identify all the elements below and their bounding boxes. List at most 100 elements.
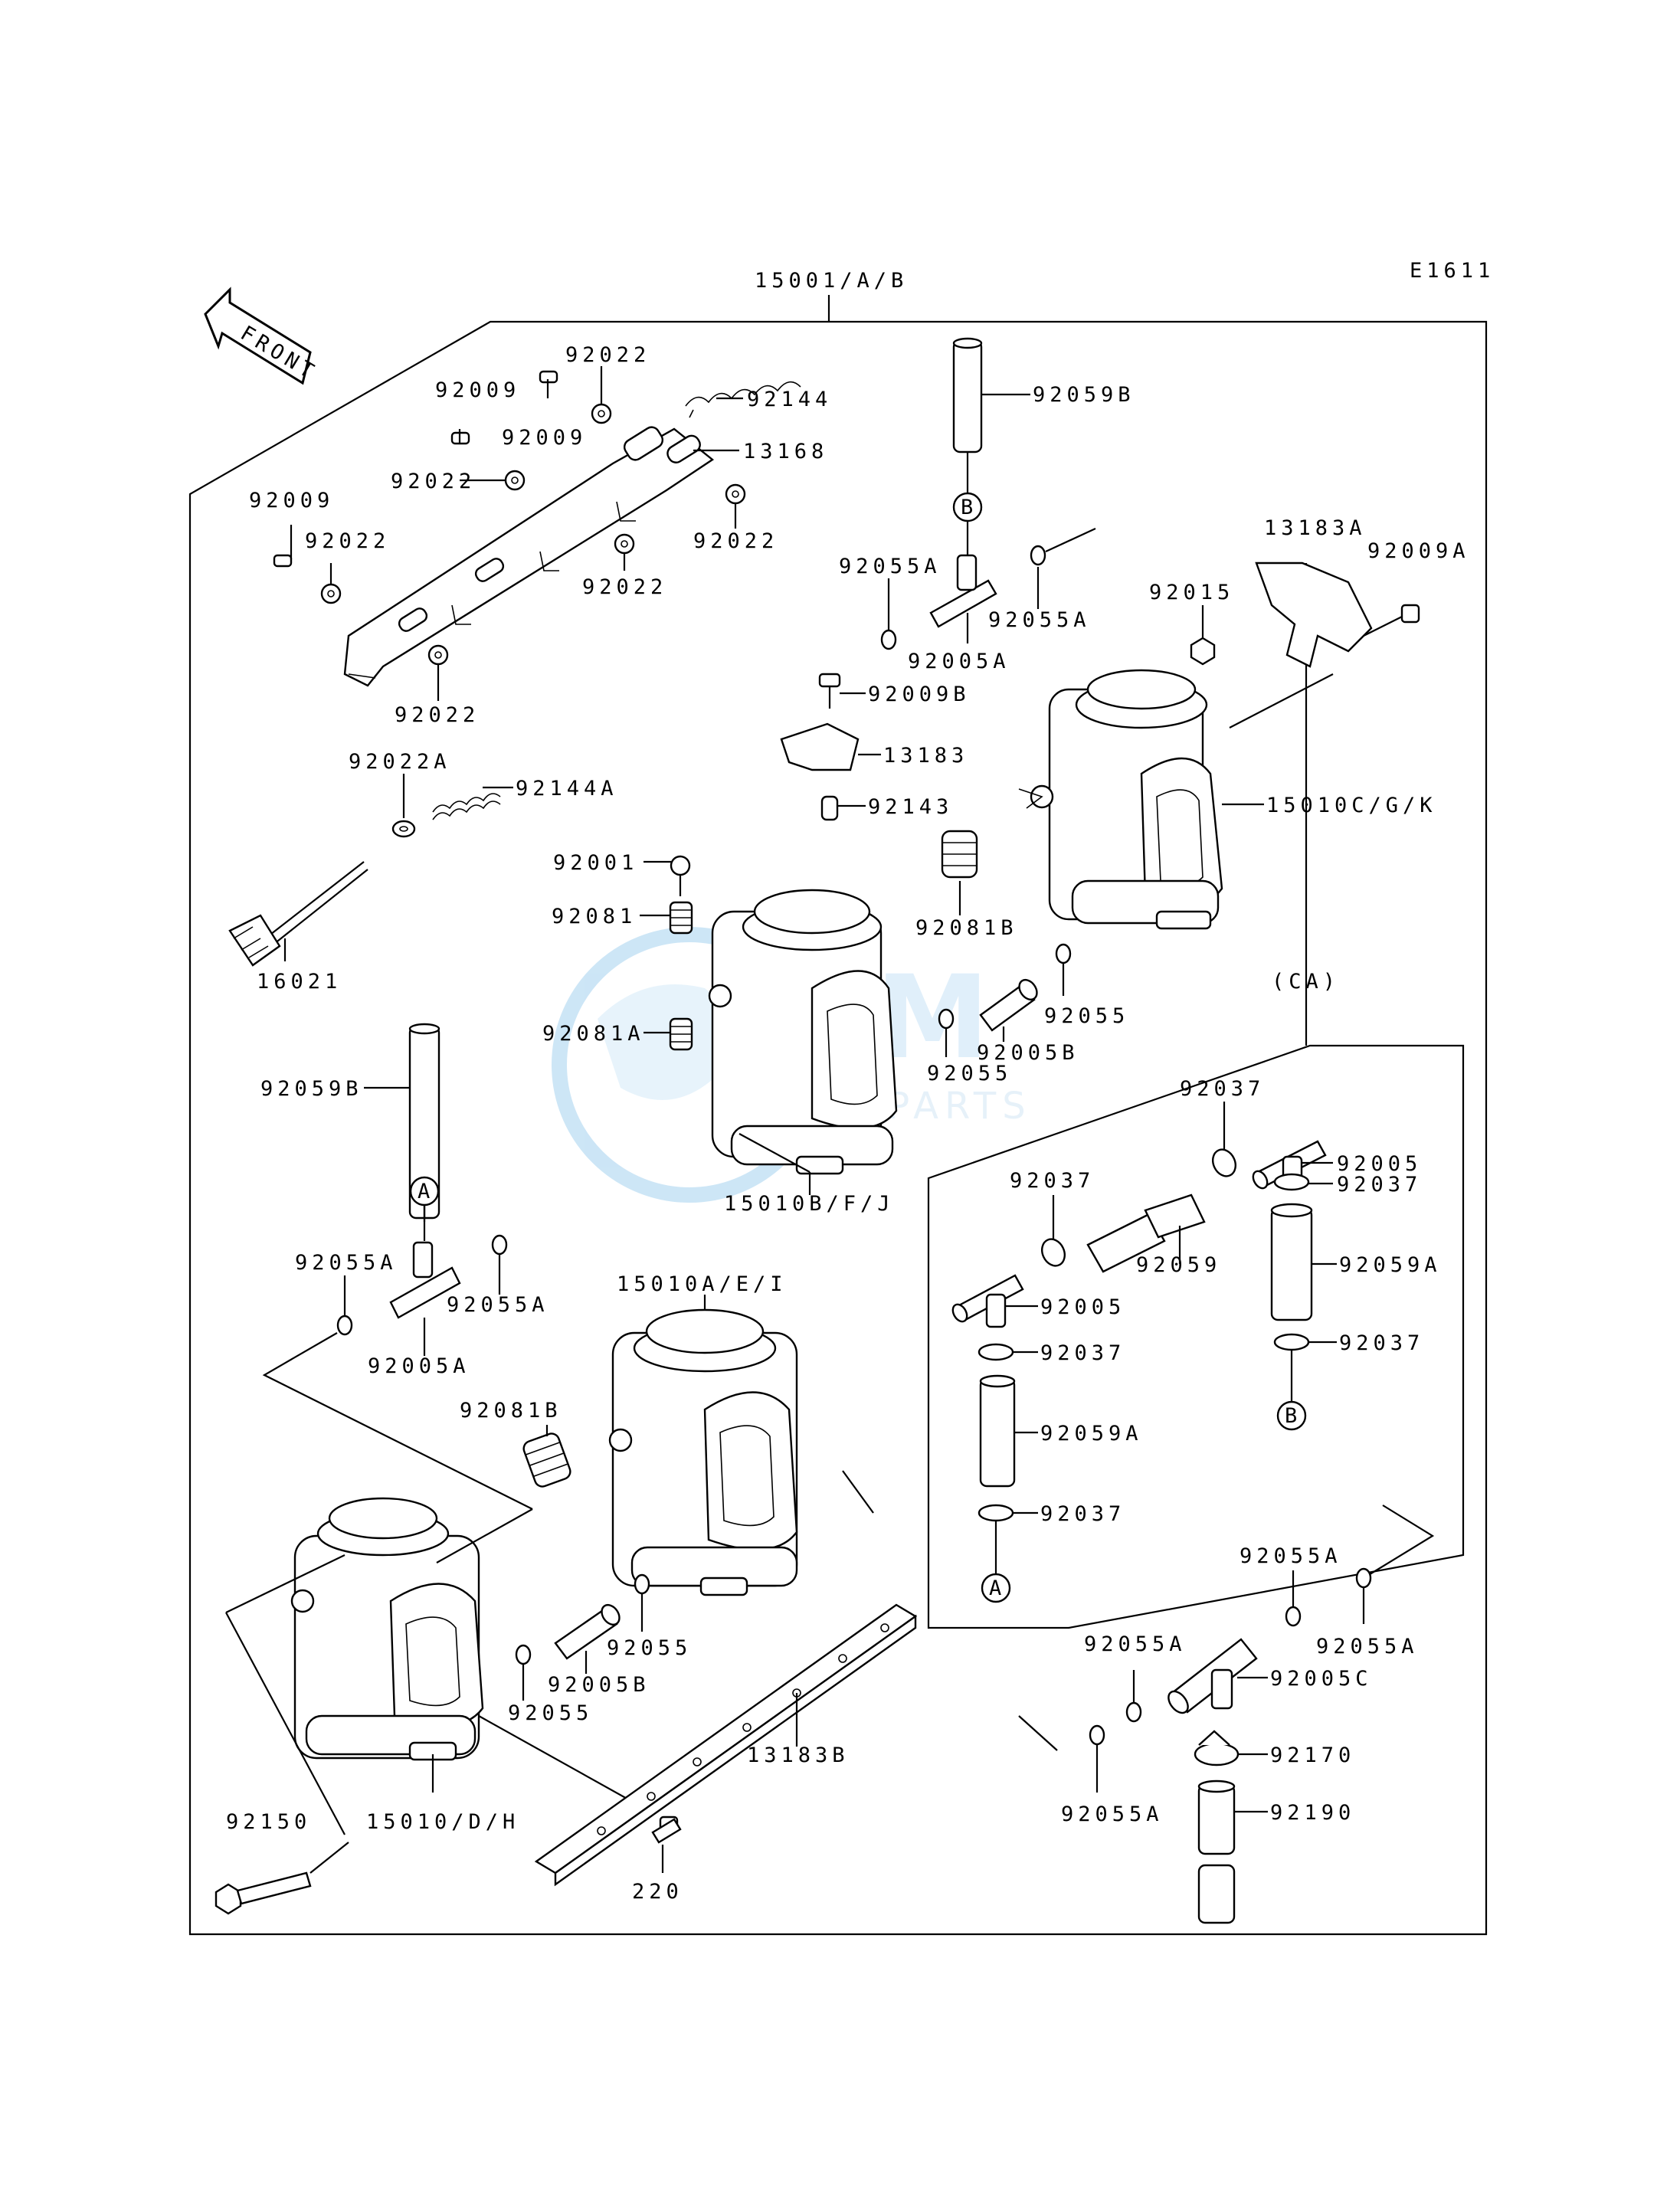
label-92055A: 92055A (988, 608, 1091, 632)
clip-92037-icon (1273, 1333, 1310, 1351)
label-92005: 92005 (1040, 1295, 1125, 1319)
label-92009: 92009 (249, 489, 334, 512)
tee-fitting-92005C (1167, 1638, 1258, 1714)
label-220: 220 (632, 1880, 683, 1904)
label-13183A: 13183A (1264, 516, 1367, 540)
bolt-220-icon (651, 1816, 682, 1844)
label-92055A: 92055A (295, 1251, 398, 1275)
label-92009A: 92009A (1367, 539, 1470, 563)
hose-92059A-left (979, 1374, 1016, 1488)
clamp-92170-icon (1194, 1730, 1240, 1766)
label-92009B: 92009B (868, 683, 971, 706)
clip-92037-icon (1212, 1148, 1236, 1177)
label-92055A: 92055A (447, 1293, 549, 1317)
label-13168: 13168 (743, 440, 828, 463)
label-92055: 92055 (607, 1636, 692, 1660)
label-92144: 92144 (747, 388, 832, 411)
oring-92055-icon (515, 1644, 532, 1665)
carburetor-15010DH (290, 1497, 484, 1761)
label-92037: 92037 (1040, 1341, 1125, 1365)
label-92170: 92170 (1270, 1744, 1355, 1767)
screw-92009B-icon (818, 673, 841, 709)
label-92059A: 92059A (1339, 1253, 1442, 1277)
label-92022: 92022 (305, 529, 390, 553)
nut-92015-icon (1190, 637, 1216, 666)
label-92055A: 92055A (1084, 1632, 1187, 1656)
label-92037: 92037 (1339, 1331, 1424, 1355)
label-92022: 92022 (391, 470, 476, 493)
label-92005C: 92005C (1270, 1667, 1373, 1691)
label-92005B: 92005B (977, 1041, 1079, 1065)
label-92055: 92055 (508, 1701, 593, 1725)
label-92009: 92009 (435, 378, 520, 402)
label-92055A: 92055A (1316, 1635, 1419, 1658)
label-92022: 92022 (395, 703, 480, 727)
label-92150: 92150 (226, 1810, 311, 1834)
label-15010CGK: 15010C/G/K (1266, 794, 1437, 817)
label-92055: 92055 (927, 1062, 1012, 1085)
pin-92143-icon (820, 795, 839, 821)
label-15010DH: 15010/D/H (366, 1810, 519, 1834)
label-92081B: 92081B (915, 916, 1018, 940)
label-92190: 92190 (1270, 1801, 1355, 1825)
washer-92022-icon (320, 403, 746, 666)
bolt-92150-icon (215, 1871, 312, 1915)
label-92001: 92001 (553, 851, 638, 875)
bar-13183B (534, 1603, 918, 1887)
screw-92009A-icon (1363, 604, 1420, 637)
screw-92009-icon (273, 370, 558, 568)
leader-lines (283, 366, 1365, 1813)
spring-92081A-icon (669, 1017, 693, 1051)
label-92009: 92009 (502, 426, 587, 450)
hose-92059-ca (1086, 1193, 1206, 1273)
label-92037: 92037 (1040, 1502, 1125, 1526)
label-92037: 92037 (1337, 1173, 1422, 1197)
oring-92055A-icon (1030, 545, 1046, 566)
label-92055A: 92055A (1061, 1802, 1164, 1826)
label-92037: 92037 (1180, 1077, 1265, 1101)
oring-92055A-icon (336, 1315, 353, 1336)
label-92143: 92143 (868, 795, 953, 819)
clip-92037-icon (1041, 1238, 1066, 1267)
bracket-13168 (343, 426, 715, 687)
label-92005B: 92005B (548, 1673, 650, 1697)
label-92055A: 92055A (839, 555, 942, 578)
oring-92055A-icon (1285, 1606, 1302, 1627)
spring-92081B-top (941, 830, 978, 879)
clip-92037-icon (1273, 1173, 1310, 1191)
hose-92059B-left (408, 1023, 440, 1220)
connector-b-ca-label: B (1285, 1404, 1302, 1428)
oring-92055A-icon (1355, 1567, 1372, 1589)
oring-92055-icon (938, 1008, 955, 1030)
pipe-92005B-bottom (554, 1603, 621, 1660)
label-92144A: 92144A (516, 777, 618, 801)
spring-92081B-left (522, 1432, 571, 1488)
label-92005A: 92005A (368, 1354, 470, 1378)
assembly-frame (188, 320, 1488, 1936)
throttle-stop-16021 (228, 861, 368, 967)
label-92059: 92059 (1136, 1253, 1221, 1277)
oring-92055A-icon (880, 629, 897, 650)
spring-92081-icon (669, 901, 693, 935)
clip-92037-icon (978, 1504, 1014, 1522)
label-13183B: 13183B (747, 1744, 850, 1767)
label-92081B: 92081B (460, 1399, 562, 1423)
group-label-ca: (CA) (1272, 970, 1340, 994)
label-92059A: 92059A (1040, 1422, 1143, 1446)
label-92015: 92015 (1149, 581, 1234, 604)
carburetor-15010AEI (608, 1308, 798, 1596)
bracket-13183 (780, 722, 860, 771)
label-16021: 16021 (257, 970, 342, 994)
pipe-92005B-top (979, 978, 1038, 1032)
oring-92055A-icon (491, 1234, 508, 1256)
diagram-code: E1611 (1410, 259, 1495, 283)
carburetor-15010CGK (1018, 669, 1223, 930)
oring-92055A-icon (1125, 1701, 1142, 1723)
tee-fitting-92005-lower (951, 1274, 1024, 1328)
connector-b-ca (1276, 1400, 1307, 1431)
oring-92055-icon (634, 1573, 650, 1595)
label-15010BFJ: 15010B/F/J (724, 1192, 895, 1216)
label-13183: 13183 (883, 744, 968, 768)
washer-92022A-icon (391, 820, 416, 838)
